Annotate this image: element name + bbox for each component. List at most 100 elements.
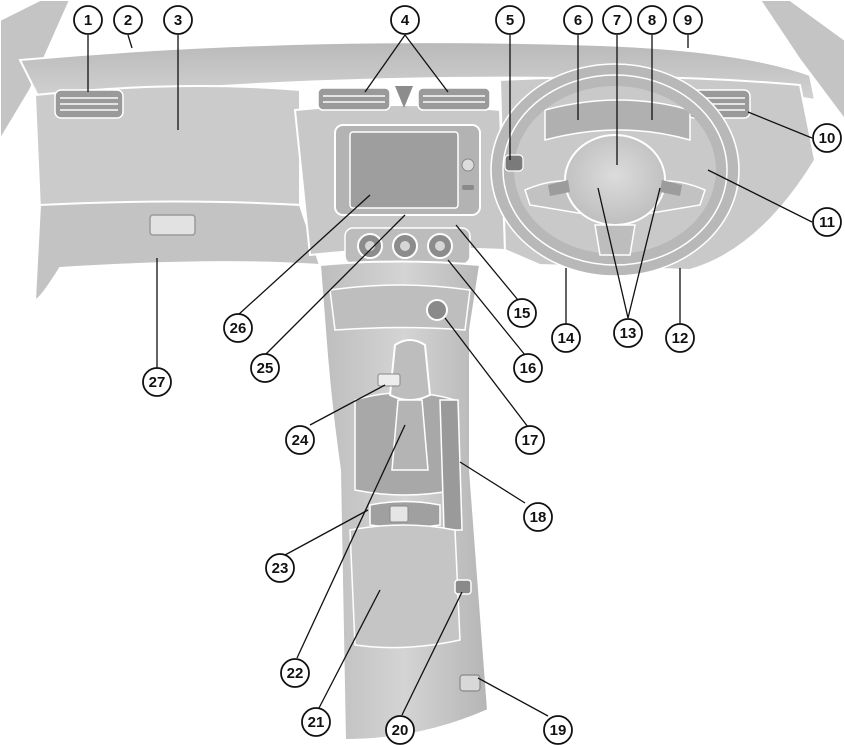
callout-circle bbox=[250, 353, 280, 383]
callout-22: 22 bbox=[280, 658, 310, 688]
center-console bbox=[318, 260, 490, 742]
right-a-pillar bbox=[758, 0, 845, 122]
callout-number: 5 bbox=[506, 12, 514, 29]
callout-number: 24 bbox=[292, 432, 309, 449]
callout-circle bbox=[513, 353, 543, 383]
callout-circle bbox=[73, 5, 103, 35]
callout-2: 2 bbox=[113, 5, 143, 35]
callout-23: 23 bbox=[265, 553, 295, 583]
callout-circle bbox=[495, 5, 525, 35]
rear-usb bbox=[459, 674, 481, 692]
callout-circle bbox=[602, 5, 632, 35]
callout-number: 8 bbox=[648, 12, 656, 29]
callout-13: 13 bbox=[613, 318, 643, 348]
callout-circle bbox=[637, 5, 667, 35]
callout-number: 12 bbox=[672, 330, 689, 347]
callout-circle bbox=[142, 367, 172, 397]
callout-number: 19 bbox=[550, 722, 567, 739]
callout-27: 27 bbox=[142, 367, 172, 397]
callout-circle bbox=[301, 707, 331, 737]
callout-circle bbox=[285, 425, 315, 455]
callout-18: 18 bbox=[523, 502, 553, 532]
callout-number: 6 bbox=[574, 12, 582, 29]
callout-19: 19 bbox=[543, 715, 573, 745]
callout-number: 4 bbox=[401, 12, 410, 29]
callout-circle bbox=[523, 502, 553, 532]
callout-number: 11 bbox=[819, 214, 835, 231]
callout-number: 17 bbox=[522, 432, 539, 449]
callout-number: 23 bbox=[272, 560, 289, 577]
callout-number: 21 bbox=[308, 714, 325, 731]
callout-circle bbox=[673, 5, 703, 35]
callout-12: 12 bbox=[665, 323, 695, 353]
callout-15: 15 bbox=[507, 298, 537, 328]
callout-1: 1 bbox=[73, 5, 103, 35]
callout-number: 18 bbox=[530, 509, 547, 526]
leader-lines bbox=[87, 34, 813, 717]
callout-number: 27 bbox=[149, 374, 166, 391]
callout-14: 14 bbox=[551, 323, 581, 353]
callout-number: 16 bbox=[520, 360, 537, 377]
glovebox-handle bbox=[149, 214, 196, 236]
callout-circle bbox=[163, 5, 193, 35]
callout-circle bbox=[385, 715, 415, 745]
callout-number: 22 bbox=[287, 665, 304, 682]
callout-24: 24 bbox=[285, 425, 315, 455]
callout-21: 21 bbox=[301, 707, 331, 737]
callout-circle bbox=[113, 5, 143, 35]
wiper-stalk bbox=[504, 154, 524, 172]
callout-number: 10 bbox=[819, 130, 836, 147]
callout-number: 25 bbox=[257, 360, 274, 377]
callout-circle bbox=[265, 553, 295, 583]
callout-circle bbox=[515, 425, 545, 455]
callout-number: 14 bbox=[558, 330, 575, 347]
usb-port bbox=[377, 373, 401, 387]
callout-10: 10 bbox=[812, 123, 842, 153]
callout-circle bbox=[613, 318, 643, 348]
callout-number: 7 bbox=[613, 12, 621, 29]
callout-circle bbox=[812, 207, 842, 237]
callout-circle bbox=[390, 5, 420, 35]
callout-9: 9 bbox=[673, 5, 703, 35]
callout-circle bbox=[551, 323, 581, 353]
callout-circle bbox=[280, 658, 310, 688]
callout-circle bbox=[812, 123, 842, 153]
armrest-storage bbox=[349, 524, 461, 649]
handbrake-lever bbox=[439, 399, 463, 531]
callout-number: 26 bbox=[230, 320, 247, 337]
callout-5: 5 bbox=[495, 5, 525, 35]
callout-17: 17 bbox=[515, 425, 545, 455]
left-air-vent bbox=[54, 89, 124, 119]
callout-4: 4 bbox=[390, 5, 420, 35]
callout-circle bbox=[507, 298, 537, 328]
steering-wheel bbox=[490, 63, 740, 277]
dashboard-lower-panel bbox=[33, 200, 322, 302]
climate-controls bbox=[344, 227, 471, 265]
callout-circle bbox=[665, 323, 695, 353]
callout-number: 9 bbox=[684, 12, 692, 29]
callout-number: 20 bbox=[392, 722, 409, 739]
callout-8: 8 bbox=[637, 5, 667, 35]
callout-circle bbox=[563, 5, 593, 35]
callout-16: 16 bbox=[513, 353, 543, 383]
multimedia-screen bbox=[334, 124, 481, 216]
callout-number: 3 bbox=[174, 12, 182, 29]
callout-3: 3 bbox=[163, 5, 193, 35]
power-socket bbox=[426, 299, 448, 321]
callout-11: 11 bbox=[812, 207, 842, 237]
callout-7: 7 bbox=[602, 5, 632, 35]
center-air-vents bbox=[317, 86, 491, 111]
callout-number: 2 bbox=[124, 12, 132, 29]
callout-circle bbox=[543, 715, 573, 745]
rear-socket bbox=[454, 579, 472, 595]
callout-6: 6 bbox=[563, 5, 593, 35]
callout-number: 15 bbox=[514, 305, 531, 322]
callout-25: 25 bbox=[250, 353, 280, 383]
callout-20: 20 bbox=[385, 715, 415, 745]
callout-circle bbox=[223, 313, 253, 343]
callout-number: 13 bbox=[620, 325, 637, 342]
callout-26: 26 bbox=[223, 313, 253, 343]
